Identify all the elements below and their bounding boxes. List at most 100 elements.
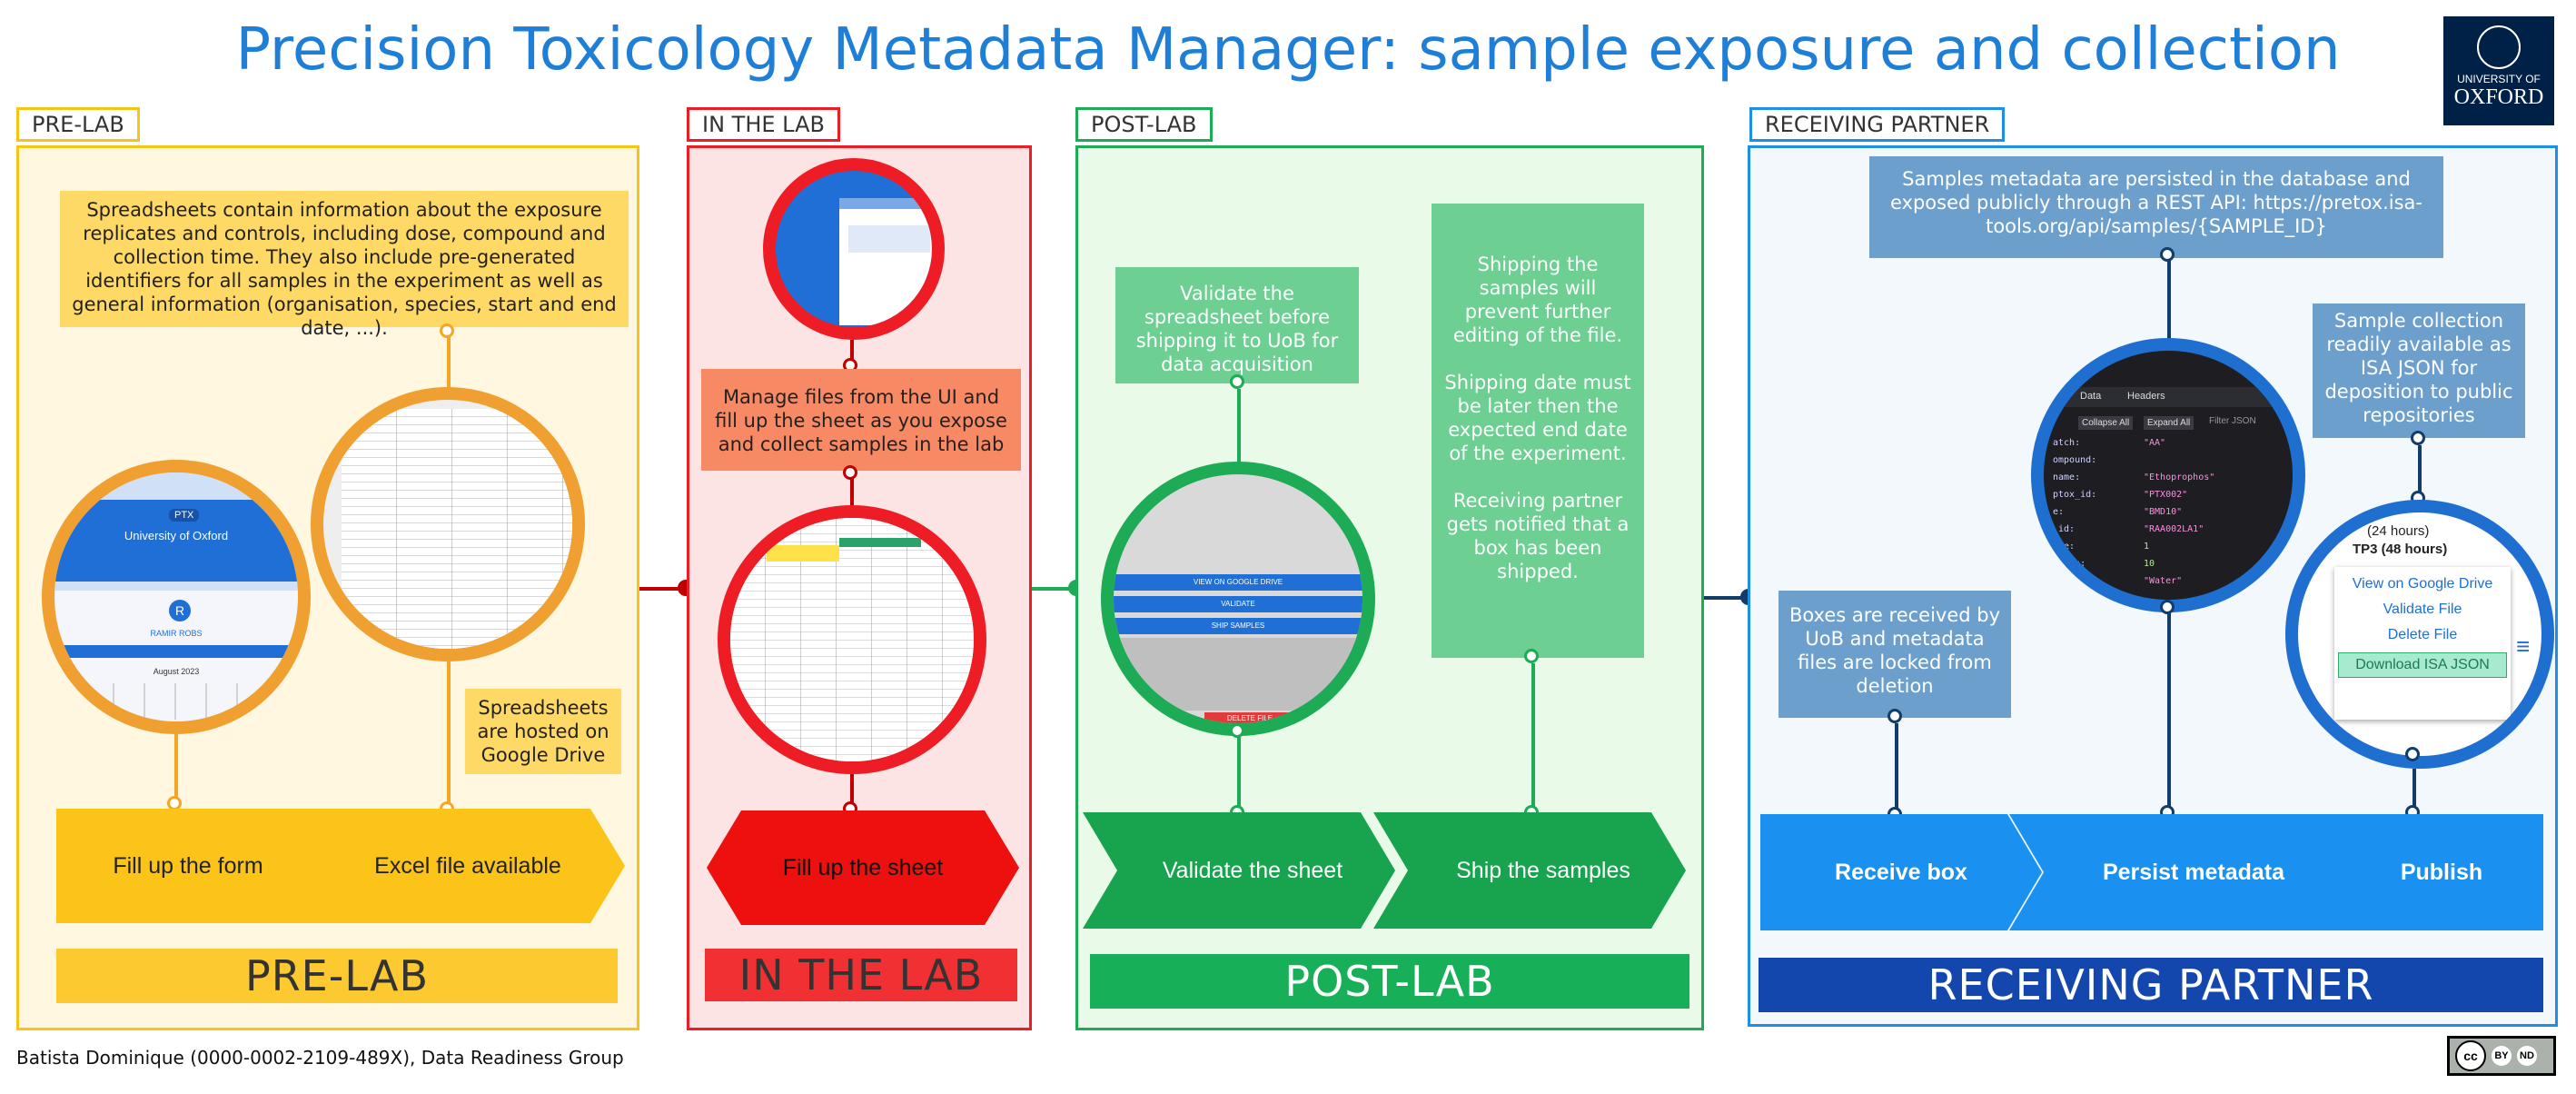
json-value: "PTX002" (2144, 490, 2188, 500)
step-receive-box: Receive box (1760, 814, 2042, 930)
json-row: hours: 10 (2053, 559, 2293, 576)
inlab-band: IN THE LAB (705, 949, 1017, 1001)
json-value: "Ethoprophos" (2144, 472, 2215, 482)
connector-dot (2160, 247, 2175, 262)
json-row: e: "BMD10" (2053, 507, 2293, 524)
connector-dot (1524, 649, 1539, 663)
json-row: atch: "AA" (2053, 438, 2293, 455)
prelab-note-main: Spreadsheets contain information about t… (60, 191, 629, 339)
receiving-band: RECEIVING PARTNER (1759, 958, 2543, 1012)
json-filter-input: Filter JSON (2209, 416, 2256, 426)
form-screenshot-circle: PTX University of Oxford R RAMIR ROBS Au… (42, 460, 311, 734)
file-menu: View on Google Drive Validate File Delet… (2334, 567, 2511, 720)
json-key: ate: (2053, 542, 2076, 552)
json-key: e: (2053, 507, 2065, 517)
connector-dot (2411, 431, 2425, 445)
publish-screenshot-circle: (24 hours) TP3 (48 hours) View on Google… (2285, 500, 2554, 769)
step-label: Excel file available (374, 852, 561, 879)
step-persist-metadata: Persist metadata (2009, 814, 2351, 930)
prelab-band: PRE-LAB (56, 949, 618, 1003)
receiving-note-box: Boxes are received by UoB and metadata f… (1778, 591, 2011, 718)
timepoint-label: (24 hours) (2367, 523, 2430, 539)
hamburger-icon: ≡ (2516, 632, 2531, 660)
ui-button-delete: DELETE FILE (1204, 712, 1295, 723)
json-value: "Water" (2144, 576, 2183, 586)
connector-dot (1230, 374, 1244, 389)
json-row: ompound: (2053, 455, 2293, 472)
connector-dot (843, 465, 857, 480)
step-label: Publish (2400, 859, 2483, 885)
calendar-month: August 2023 (153, 667, 200, 676)
connector-dot (167, 796, 182, 811)
json-key: ptox_id: (2053, 490, 2097, 500)
postlab-note-validate: Validate the spreadsheet before shipping… (1115, 267, 1359, 383)
json-expand-button: Expand All (2144, 416, 2195, 430)
step-label: Persist metadata (2102, 859, 2285, 885)
json-row: name: "Ethoprophos" (2053, 472, 2293, 490)
cc-icon: cc (2455, 1040, 2486, 1071)
json-tab-data: Data (2080, 391, 2102, 402)
step-publish: Publish (2313, 814, 2543, 930)
app-badge: PTX (169, 509, 200, 522)
timepoint-label: TP3 (48 hours) (2353, 542, 2448, 557)
oxford-logo: UNIVERSITY OF OXFORD (2443, 16, 2554, 125)
user-name: RAMIR ROBS (150, 629, 203, 638)
prelab-tag: PRE-LAB (16, 107, 140, 142)
logo-line1: UNIVERSITY OF (2457, 73, 2541, 85)
json-value: "BMD10" (2144, 507, 2183, 517)
json-rows: atch: "AA" ompound: name: "Ethoprophos" ptox_… (2053, 438, 2293, 593)
step-label: Receive box (1835, 859, 1967, 885)
ui-button-validate: VALIDATE (1114, 596, 1362, 612)
receiving-tag: RECEIVING PARTNER (1749, 107, 2006, 142)
postlab-tag: POST-LAB (1075, 107, 1213, 142)
connector-dot (2160, 600, 2175, 614)
validate-screenshot-circle: VIEW ON GOOGLE DRIVE VALIDATE SHIP SAMPL… (1101, 462, 1375, 736)
page-title: Precision Toxicology Metadata Manager: s… (235, 16, 2341, 84)
receiving-note-persist: Samples metadata are persisted in the da… (1869, 156, 2443, 258)
json-value: "RAA002LA1" (2144, 524, 2204, 534)
json-key: ompound: (2053, 455, 2097, 465)
json-key: _id: (2053, 524, 2076, 534)
nd-icon: ND (2517, 1046, 2537, 1066)
connector-dot (1230, 723, 1244, 738)
by-icon: BY (2492, 1046, 2512, 1066)
step-fill-sheet: Fill up the sheet (707, 811, 1019, 925)
cc-license-badge: cc BY ND (2447, 1036, 2556, 1076)
menu-download-isa-json: Download ISA JSON (2338, 652, 2507, 678)
inlab-tag: IN THE LAB (687, 107, 840, 142)
inlab-note: Manage files from the UI and fill up the… (701, 369, 1021, 471)
excel-screenshot-circle (311, 387, 585, 661)
json-value: 10 (2144, 559, 2155, 569)
json-key: hours: (2053, 559, 2086, 569)
postlab-band: POST-LAB (1090, 954, 1689, 1009)
connector-dot (1887, 709, 1902, 723)
json-row: ate: 1 (2053, 542, 2293, 559)
menu-view-drive: View on Google Drive (2352, 576, 2493, 592)
json-row: _id: "RAA002LA1" (2053, 524, 2293, 542)
json-key: name: (2053, 472, 2081, 482)
step-excel-available: Excel file available (283, 809, 625, 923)
footer-credit: Batista Dominique (0000-0002-2109-489X),… (16, 1047, 624, 1069)
json-row: ptox_id: "PTX002" (2053, 490, 2293, 507)
json-collapse-button: Collapse All (2078, 416, 2134, 430)
ui-button-ship: SHIP SAMPLES (1114, 618, 1362, 634)
postlab-note-ship: Shipping the samples will prevent furthe… (1432, 204, 1644, 658)
crest-icon (2477, 25, 2521, 69)
json-key: atch: (2053, 438, 2081, 448)
step-label: Validate the sheet (1162, 857, 1343, 883)
calendar-grid (82, 683, 291, 720)
connector-dot (440, 323, 454, 338)
menu-validate-file: Validate File (2383, 602, 2462, 617)
step-label: Fill up the form (113, 852, 263, 879)
prelab-note-drive: Spreadsheets are hosted on Google Drive (465, 689, 621, 774)
json-screenshot-circle: Data Headers Collapse All Expand All Fil… (2031, 338, 2305, 612)
step-validate-sheet: Validate the sheet (1083, 812, 1395, 929)
ui-button-drive: VIEW ON GOOGLE DRIVE (1114, 574, 1362, 591)
receiving-note-publish: Sample collection readily available as I… (2313, 303, 2525, 438)
json-value: "AA" (2144, 438, 2166, 448)
step-label: Ship the samples (1456, 857, 1630, 883)
app-screenshot-circle (763, 158, 945, 340)
json-value: 1 (2144, 542, 2150, 552)
json-tab-headers: Headers (2127, 391, 2165, 402)
step-label: Fill up the sheet (782, 854, 944, 880)
